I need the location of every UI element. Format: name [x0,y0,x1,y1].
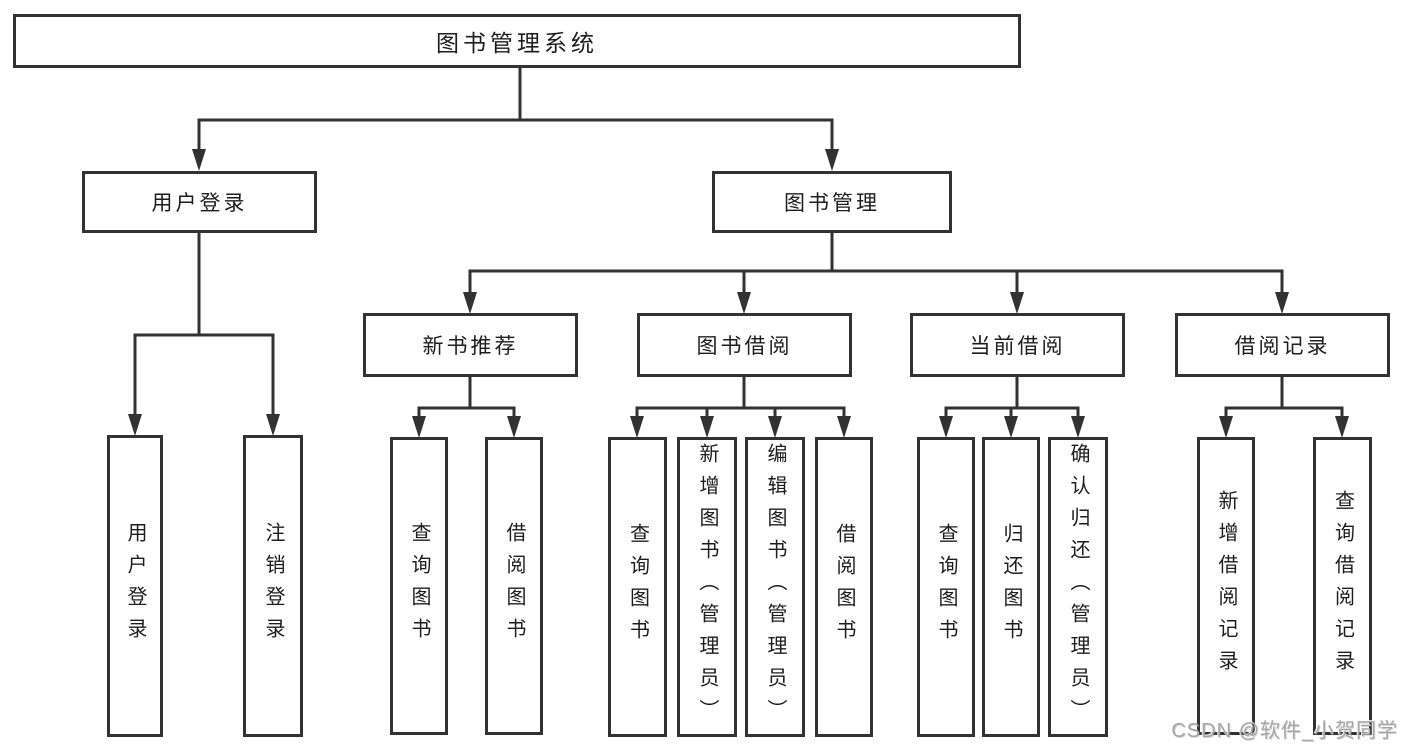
node-label: 用户登录 [124,522,146,650]
csdn-watermark: CSDN @软件_小贺同学 [1171,720,1398,742]
edge-book-management-to-level3 [463,233,1289,314]
node-book-borrow: 图书借阅 [637,313,852,377]
node-book-management: 图书管理 [712,171,952,233]
node-label: 注销登录 [262,522,284,650]
node-label: 借阅图书 [503,522,525,650]
edge-user-login-to-leaves [128,233,280,436]
edge-new-book-recommend-to-leaves [412,377,521,438]
node-label: 借阅图书 [833,523,855,651]
edge-current-borrow-to-leaves [939,377,1085,438]
leaf-add-borrow-record: 新增借阅记录 [1197,437,1255,735]
leaf-add-books-admin: 新增图书（管理员） [677,437,737,737]
leaf-edit-books-admin: 编辑图书（管理员） [745,437,805,737]
node-label: 编辑图书（管理员） [764,443,786,731]
node-label: 查询图书 [626,523,649,651]
leaf-recommend-query-books: 查询图书 [390,437,448,735]
leaf-query-borrow-record: 查询借阅记录 [1313,437,1372,735]
node-label: 新增图书（管理员） [696,443,718,731]
leaf-borrow-books: 借阅图书 [815,437,873,737]
node-label: 新书推荐 [422,335,519,358]
node-label: 当前借阅 [969,335,1066,358]
node-label: 借阅记录 [1234,335,1331,358]
leaf-borrow-query-books: 查询图书 [608,437,667,737]
edge-borrow-records-to-leaves [1219,377,1349,438]
node-new-book-recommend: 新书推荐 [363,313,578,377]
leaf-recommend-borrow-books: 借阅图书 [485,437,543,735]
leaf-logout: 注销登录 [243,435,303,737]
leaf-confirm-return-admin: 确认归还（管理员） [1048,437,1108,737]
node-label: 用户登录 [151,192,248,215]
edge-book-borrow-to-leaves [630,377,851,438]
node-current-borrow: 当前借阅 [910,313,1125,377]
leaf-user-login: 用户登录 [107,435,163,737]
node-label: 图书管理 [784,192,880,215]
node-label: 确认归还（管理员） [1067,443,1089,731]
node-label: 查询图书 [408,522,430,650]
node-label: 图书借阅 [696,335,793,358]
node-label: 查询图书 [935,523,957,651]
edge-root-to-level2 [192,68,839,171]
leaf-current-query-books: 查询图书 [917,437,975,737]
node-label: 图书管理系统 [436,30,598,56]
node-user-login: 用户登录 [82,171,317,233]
node-label: 归还图书 [1000,523,1022,651]
node-label: 新增借阅记录 [1215,490,1237,682]
node-library-management-system: 图书管理系统 [13,14,1021,68]
node-borrow-records: 借阅记录 [1175,313,1390,377]
leaf-return-books: 归还图书 [982,437,1040,737]
node-label: 查询借阅记录 [1331,490,1354,682]
